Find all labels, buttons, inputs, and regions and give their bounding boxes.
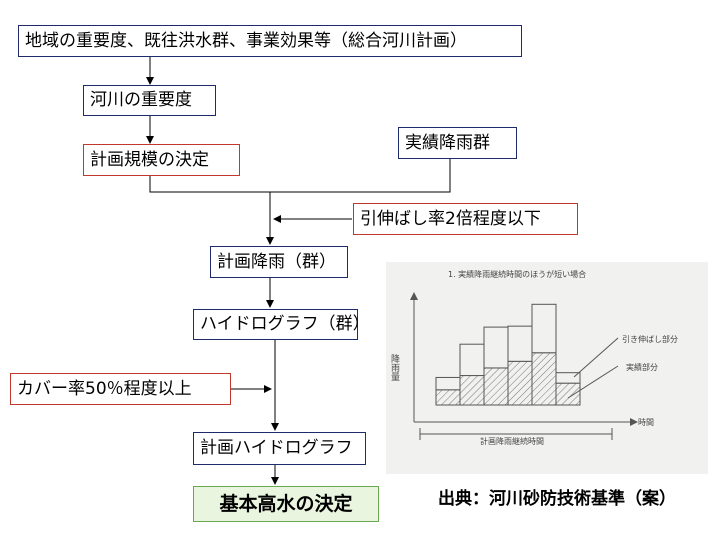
bar-actual-2 xyxy=(459,375,485,406)
river-importance-box: 河川の重要度 xyxy=(83,85,216,116)
hydrograph-group-box: ハイドログラフ（群） xyxy=(193,309,370,340)
observed-rainfall-box: 実績降雨群 xyxy=(398,127,517,159)
bar-stretched-6 xyxy=(555,372,581,384)
line-observed-to-merge xyxy=(270,159,451,193)
line-plan-to-merge xyxy=(149,176,270,193)
hydrograph-group-label: ハイドログラフ（群） xyxy=(200,314,370,334)
importance-factors-box: 地域の重要度、既往洪水群、事業効果等（総合河川計画） xyxy=(18,25,522,57)
stretched-pointer xyxy=(573,337,619,378)
coverage-rate-label: カバー率50％程度以上 xyxy=(17,378,192,399)
figure-title: 1. 実績降雨継続時間のほうが短い場合 xyxy=(448,269,586,279)
coverage-rate-box: カバー率50％程度以上 xyxy=(10,373,231,405)
bar-actual-4 xyxy=(507,360,533,406)
observed-rainfall-label: 実績降雨群 xyxy=(405,132,490,153)
bar-stretched-5 xyxy=(531,303,557,354)
design-rainfall-label: 計画降雨（群） xyxy=(217,251,336,272)
figure-y-label: 降雨量 xyxy=(389,353,400,381)
stretched-label: 引き伸ばし部分 xyxy=(622,334,678,344)
figure-bars xyxy=(435,303,581,406)
bar-stretched-2 xyxy=(459,343,485,377)
design-hydrograph-label: 計画ハイドログラフ xyxy=(200,438,353,458)
stretch-rate-box: 引伸ばし率2倍程度以下 xyxy=(353,203,578,235)
bar-actual-6 xyxy=(555,382,581,406)
basic-flood-box: 基本高水の決定 xyxy=(193,486,379,522)
duration-label: 計画降雨継続時間 xyxy=(480,436,544,446)
rainfall-stretch-chart: 1. 実績降雨継続時間のほうが短い場合 降雨量 時間 引き伸ばし部分 実績部分 … xyxy=(389,269,678,446)
bar-stretched-1 xyxy=(435,376,461,391)
stretch-rate-label: 引伸ばし率2倍程度以下 xyxy=(360,208,541,229)
plan-scale-label: 計画規模の決定 xyxy=(90,149,209,170)
y-axis-arrowhead xyxy=(410,292,418,300)
river-importance-label: 河川の重要度 xyxy=(90,90,192,110)
actual-label: 実績部分 xyxy=(626,362,658,372)
actual-pointer xyxy=(567,365,619,399)
bar-actual-1 xyxy=(435,389,461,406)
bar-stretched-3 xyxy=(483,326,509,369)
design-hydrograph-box: 計画ハイドログラフ xyxy=(193,432,366,465)
bar-actual-3 xyxy=(483,367,509,406)
bar-actual-5 xyxy=(531,352,557,406)
design-rainfall-box: 計画降雨（群） xyxy=(210,246,348,278)
rainfall-stretch-figure: 1. 実績降雨継続時間のほうが短い場合 降雨量 時間 引き伸ばし部分 実績部分 … xyxy=(386,262,708,474)
figure-x-label: 時間 xyxy=(638,418,654,427)
x-axis-arrowhead xyxy=(630,418,638,426)
plan-scale-box: 計画規模の決定 xyxy=(83,144,240,176)
bar-stretched-4 xyxy=(507,325,533,362)
source-citation: 出典：河川砂防技術基準（案） xyxy=(438,489,676,509)
importance-factors-label: 地域の重要度、既往洪水群、事業効果等（総合河川計画） xyxy=(25,30,467,51)
basic-flood-label: 基本高水の決定 xyxy=(219,492,353,515)
